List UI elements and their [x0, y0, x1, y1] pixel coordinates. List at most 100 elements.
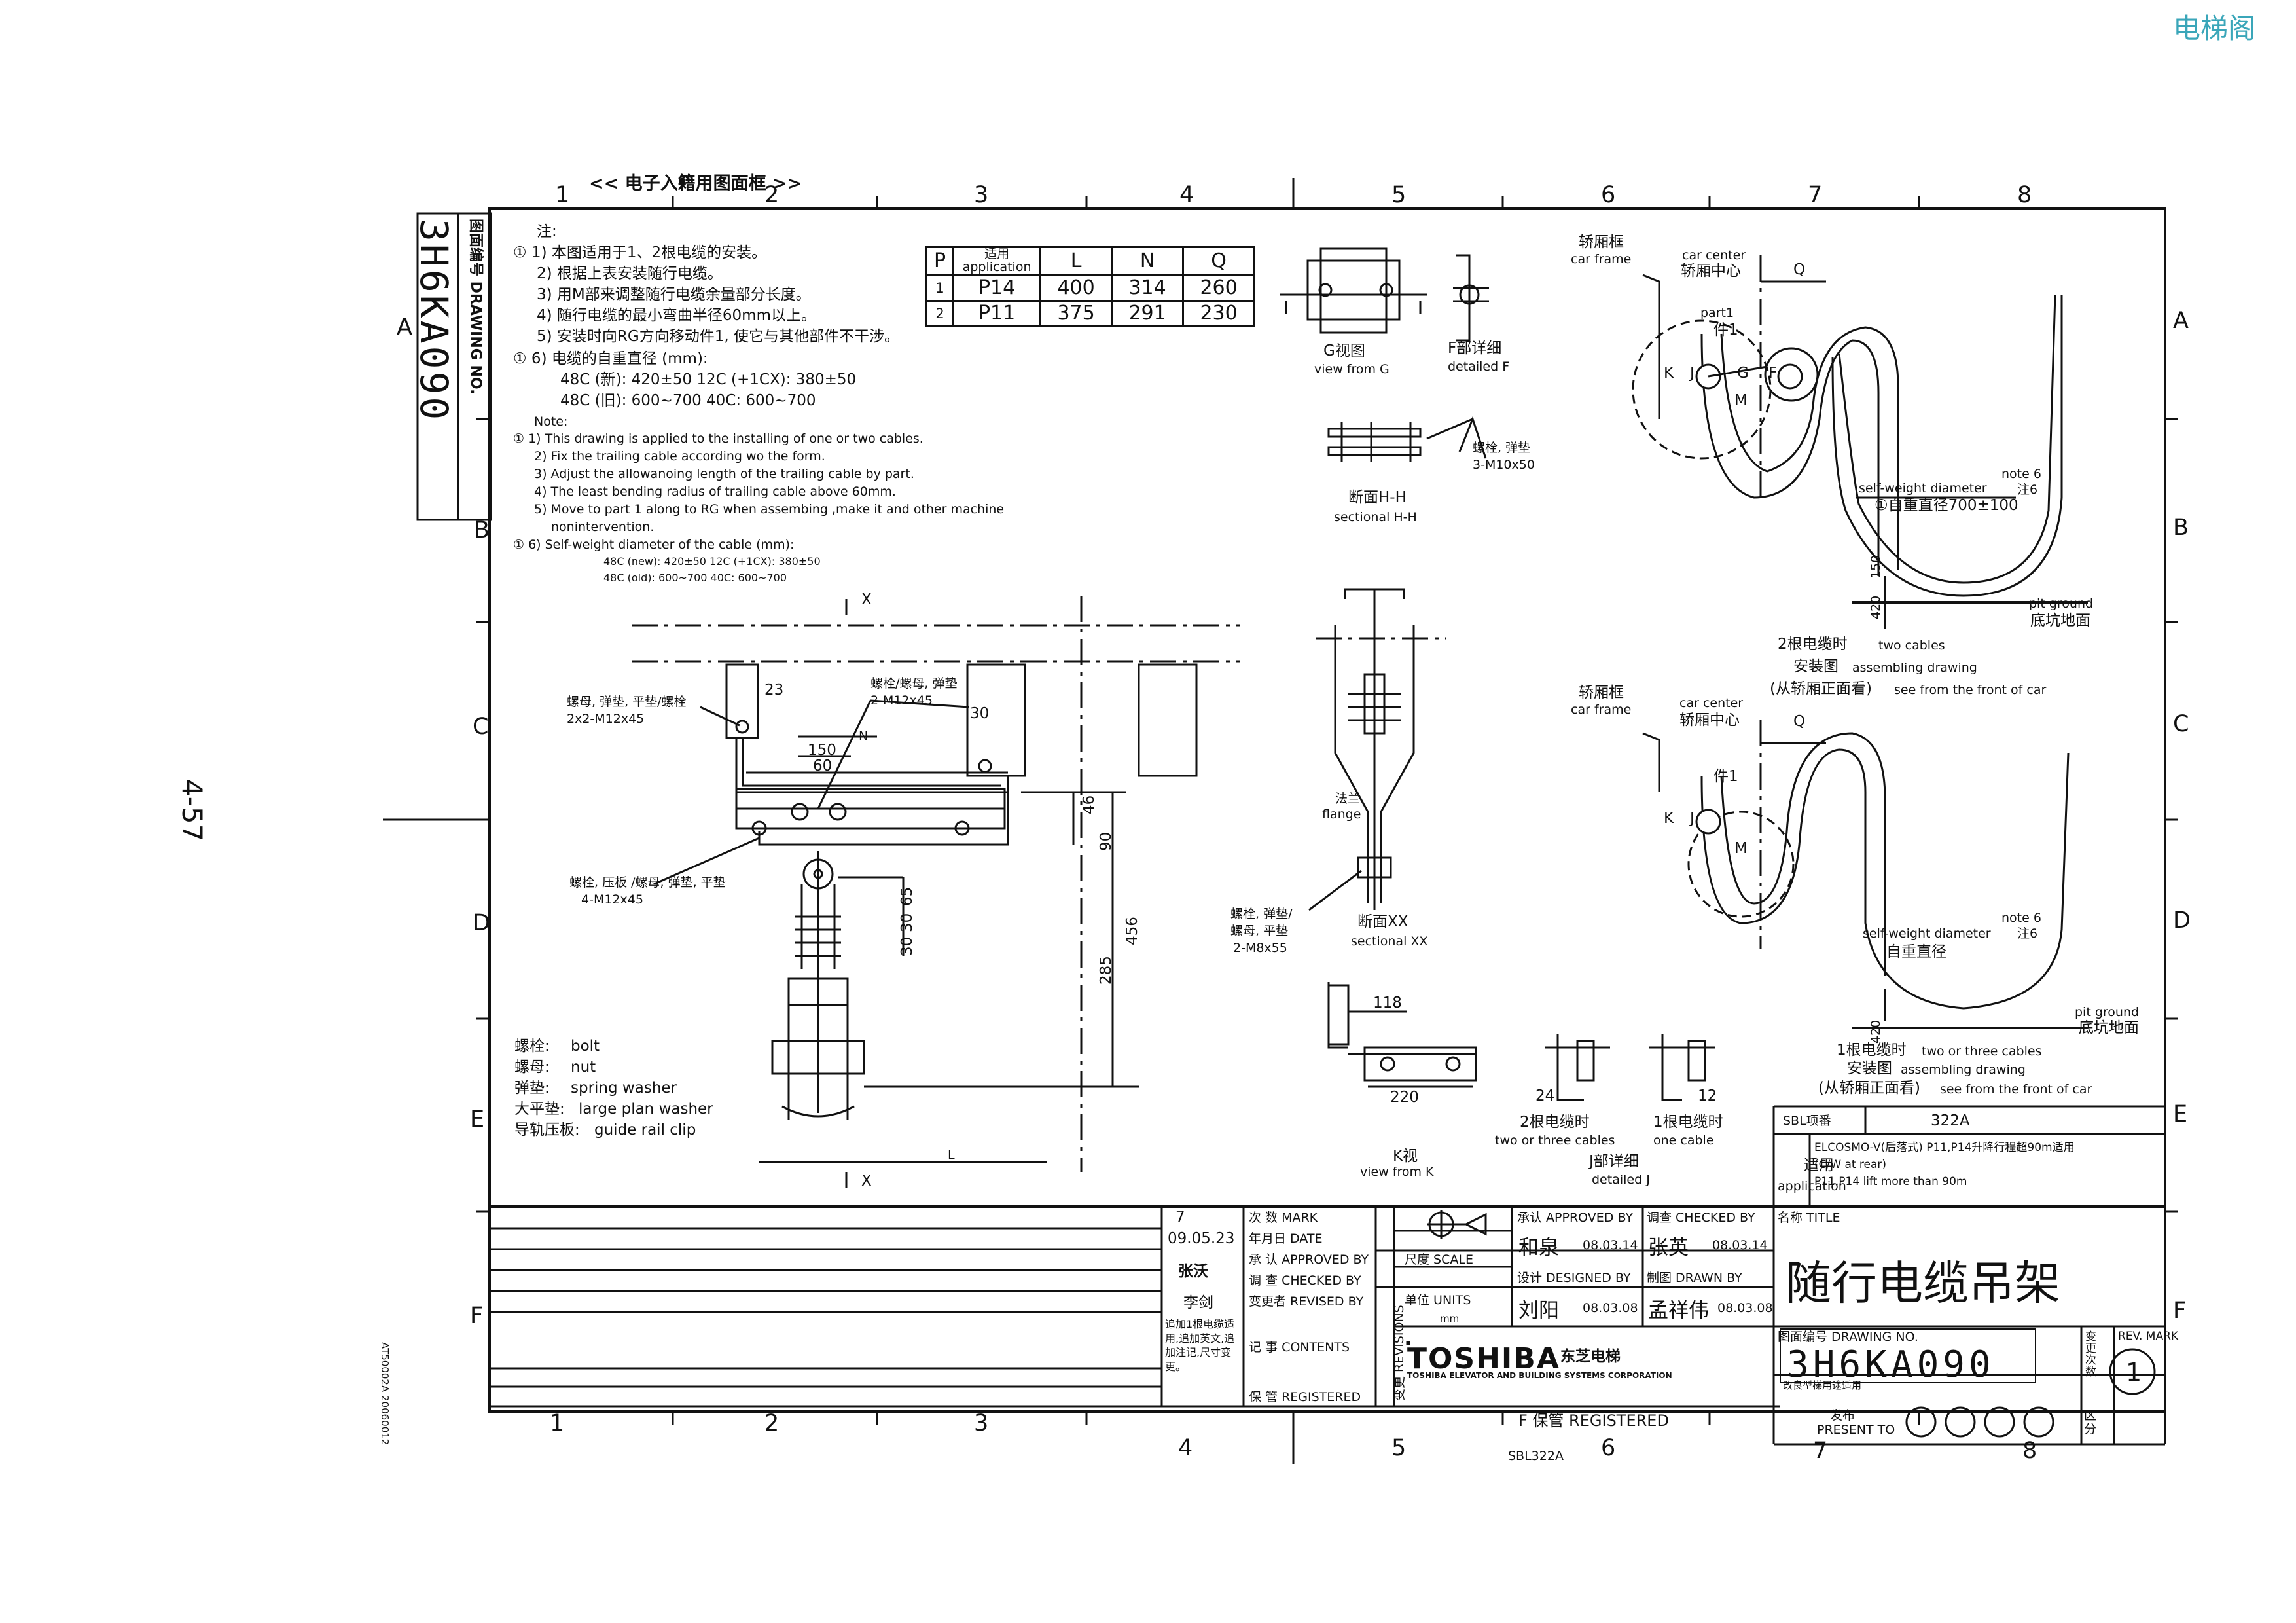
f-detail-cn: F部详细 — [1448, 340, 1502, 357]
drawing-no-side-box — [416, 212, 492, 521]
bottom-car-center-en: car center — [1679, 696, 1744, 710]
rev-approver: 张沃 — [1178, 1263, 1208, 1280]
bottom-assy-en: assembling drawing — [1901, 1063, 2026, 1077]
rev-label-contents: 记 事 CONTENTS — [1249, 1340, 1350, 1355]
top-view-en: see from the front of car — [1894, 683, 2047, 697]
bottom-m: M — [1734, 840, 1748, 857]
top-car-center-en: car center — [1682, 248, 1746, 263]
top-j: J — [1690, 365, 1695, 382]
side-drawing-no: 3H6KA090 — [412, 219, 456, 423]
rev-side-label: 变更 REVISIONS — [1392, 1305, 1407, 1401]
page-number: 4-57 — [176, 779, 208, 842]
table-cell: 230 — [1182, 299, 1256, 327]
legend-nut-cn: 螺母: — [514, 1059, 550, 1076]
bottom-self-weight-en: self-weight diameter — [1863, 926, 1991, 941]
title-block-lines — [490, 1105, 2166, 1446]
legend-bolt-cn: 螺栓: — [514, 1038, 550, 1055]
grid-col-6-bottom: 6 — [1601, 1435, 1616, 1461]
rev-mark-label: REV. MARK — [2118, 1330, 2179, 1343]
main-bracket-view — [632, 596, 1240, 1188]
grid-col-5-bottom: 5 — [1391, 1435, 1407, 1461]
flange-en: flange — [1322, 807, 1361, 822]
bottom-note6: note 6 — [2001, 911, 2041, 925]
sub-note: 改良型梯用途适用 — [1783, 1379, 1862, 1391]
grid-row-f: F — [470, 1303, 484, 1329]
dim-90: 90 — [1098, 831, 1115, 851]
grid-col-4: 4 — [1179, 182, 1194, 208]
parameter-table: P 适用 application L N Q 1 P14 400 314 260… — [925, 246, 1256, 327]
table-cell: 400 — [1039, 274, 1113, 302]
company-cn: 东芝电梯 — [1560, 1348, 1621, 1365]
note-cn-2: 2) 根据上表安装随行电缆。 — [537, 265, 723, 282]
table-cell: P14 — [952, 274, 1042, 302]
top-pit-en: pit ground — [2029, 596, 2094, 611]
bottom-j: J — [1690, 810, 1695, 827]
x-mark-bottom: X — [861, 1173, 872, 1190]
xx-bolt-spec: 2-M8x55 — [1233, 941, 1287, 955]
rev-mark-cn: 变更次数 — [2085, 1330, 2096, 1379]
application-line-3: P11,P14 lift more than 90m — [1814, 1175, 1967, 1188]
table-header-cell: 适用 application — [952, 246, 1042, 276]
top-f: F — [1768, 365, 1778, 382]
bottom-dim-420: 420 — [1869, 1019, 1883, 1044]
dim-46: 46 — [1081, 795, 1098, 814]
f-detail-en: detailed F — [1448, 359, 1510, 374]
g-view-cn: G视图 — [1323, 342, 1365, 359]
legend-clip-en: guide rail clip — [594, 1122, 696, 1139]
bolt-spec-bottom: 4-M12x45 — [581, 892, 643, 907]
grid-row-e: E — [470, 1106, 485, 1133]
bottom-car-frame-en: car frame — [1571, 702, 1632, 717]
sbl-value: 322A — [1931, 1112, 1970, 1129]
legend-bolt-en: bolt — [571, 1038, 600, 1055]
grid-row-a-right: A — [2173, 308, 2189, 334]
dim-30-b: 30 — [899, 936, 916, 956]
top-g: G — [1737, 365, 1749, 382]
grid-col-5: 5 — [1391, 182, 1407, 208]
table-header-cell: P — [925, 246, 955, 276]
top-title-cn: 2根电缆时 — [1778, 636, 1848, 653]
sbl-bottom: SBL322A — [1508, 1449, 1564, 1463]
grid-col-2-bottom: 2 — [764, 1410, 780, 1436]
j-detail-cn: J部详细 — [1589, 1153, 1639, 1170]
grid-row-c-right: C — [2173, 711, 2189, 737]
dim-150: 150 — [808, 742, 836, 759]
sbl-label: SBL项番 — [1783, 1114, 1831, 1128]
rev-mark-value: 1 — [2126, 1358, 2142, 1387]
rev-label-revised: 变更者 REVISED BY — [1249, 1294, 1364, 1309]
side-code: AT50002A 20060012 — [379, 1342, 391, 1446]
notes-cn-heading: 注: — [537, 223, 557, 240]
table-header-cell: L — [1039, 246, 1113, 276]
rev-date: 09.05.23 — [1168, 1230, 1235, 1247]
x-mark-top: X — [861, 591, 872, 608]
xx-bolt: 螺栓, 弹垫/ — [1230, 907, 1293, 921]
company-full: TOSHIBA ELEVATOR AND BUILDING SYSTEMS CO… — [1407, 1371, 1672, 1380]
bolt-spec-top: 2x2-M12x45 — [567, 712, 645, 726]
bottom-car-center-cn: 轿厢中心 — [1679, 712, 1740, 729]
top-part1-en: part1 — [1700, 306, 1734, 320]
grid-col-7: 7 — [1808, 182, 1823, 208]
table-cell: 1 — [925, 274, 955, 302]
top-self-weight-en: self-weight diameter — [1859, 481, 1987, 496]
drawn-label: 制图 DRAWN BY — [1647, 1271, 1742, 1285]
top-car-center-cn: 轿厢中心 — [1681, 263, 1741, 280]
application-line-1: ELCOSMO-V(后落式) P11,P14升降行程超90m适用 — [1814, 1141, 2075, 1154]
application-en: application — [1778, 1179, 1846, 1194]
bottom-q: Q — [1793, 713, 1806, 730]
grid-row-d-right: D — [2173, 907, 2191, 934]
grid-row-c: C — [473, 714, 489, 740]
grid-row-a: A — [397, 314, 412, 340]
approved-label: 承认 APPROVED BY — [1517, 1211, 1634, 1225]
top-assy-cn: 安装图 — [1793, 658, 1839, 675]
dim-23: 23 — [764, 682, 784, 699]
k-dim-220: 220 — [1390, 1089, 1419, 1106]
h-bolt: 螺栓, 弹垫 — [1473, 441, 1531, 455]
legend-nut-en: nut — [571, 1059, 596, 1076]
note-en-8: 48C (new): 420±50 12C (+1CX): 380±50 — [603, 555, 821, 568]
note-cn-6: ① 6) 电缆的自重直径 (mm): — [513, 350, 708, 367]
note-en-1: ① 1) This drawing is applied to the inst… — [513, 431, 924, 446]
grid-col-3: 3 — [974, 182, 989, 208]
legend-washer-en: spring washer — [571, 1080, 677, 1097]
scale-label: 尺度 SCALE — [1405, 1252, 1473, 1267]
rev-content: 追加1根电缆适用,追加英文,追加注记,尺寸变更。 — [1165, 1318, 1235, 1373]
